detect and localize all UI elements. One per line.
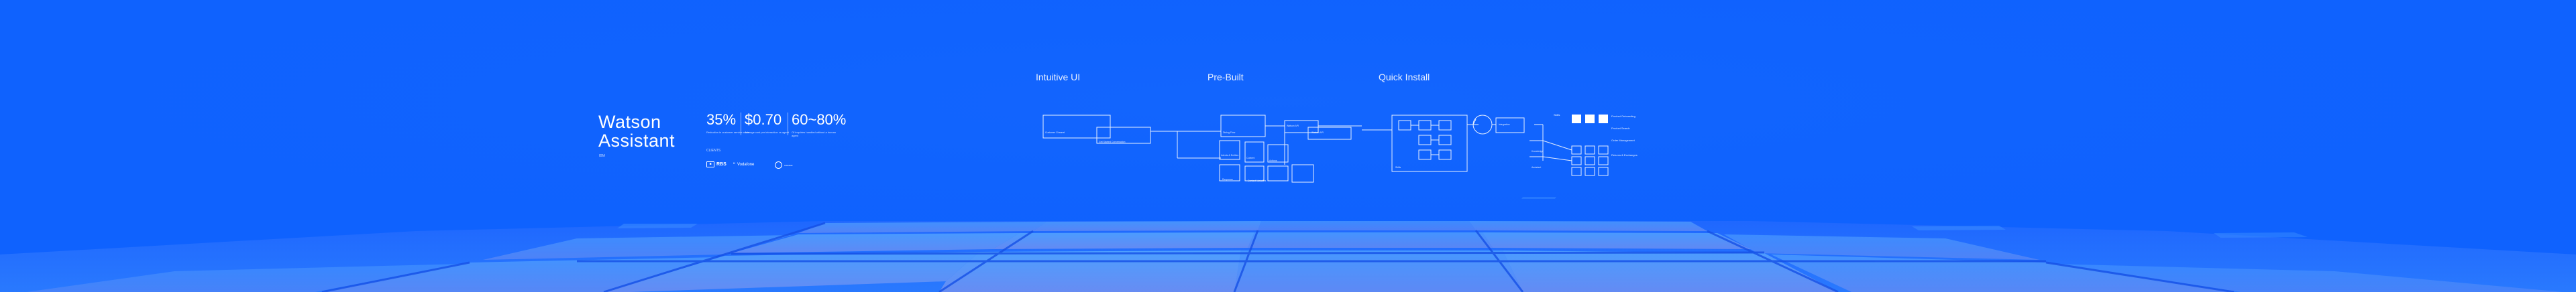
skill-tile (1585, 115, 1595, 123)
client-logo-autodesk: Autodesk (775, 161, 793, 169)
ring-icon (775, 161, 782, 169)
diagram-box (1418, 149, 1432, 160)
diagram-box (1438, 120, 1452, 131)
clients-label: CLIENTS (706, 149, 721, 153)
stat-cost-per-interaction: $0.70 Average cost per interaction vs ag… (745, 111, 792, 135)
legend-item: Product Onboarding (1611, 115, 1635, 118)
bank-icon: ■ (706, 161, 714, 167)
diagram-box (1571, 145, 1582, 155)
diagram-label: Actions (1269, 159, 1277, 162)
diagram-box (1438, 135, 1452, 145)
client-logo-vodafone: “ Vodafone (733, 161, 754, 168)
title-line-1: Watson (598, 112, 661, 132)
skill-tile (1572, 115, 1581, 123)
diagram-box (1495, 117, 1525, 133)
stat-automation-rate: 60~80% Of inquiries handled without a hu… (792, 111, 847, 138)
diagram-label: Integration (1499, 123, 1510, 126)
diagram-box (1598, 145, 1609, 155)
diagram-label: Dialog Flow (1223, 131, 1236, 134)
diagram-box (1307, 127, 1352, 140)
diagram-box (1398, 120, 1411, 131)
client-logo-rbs: ■ RBS (706, 161, 727, 167)
legend-item: Order Management (1611, 139, 1635, 142)
diagram-box (1585, 145, 1595, 155)
product-subtitle: IBM (599, 154, 605, 158)
section-label-intuitive-ui: Intuitive UI (1036, 72, 1081, 82)
diagram-label: Watson API (1311, 131, 1324, 134)
stat-desc: Average cost per interaction vs agent (745, 131, 789, 134)
diagram-box (1571, 167, 1582, 176)
diagram-box (1585, 156, 1595, 165)
legend-item: Returns & Exchanges (1611, 153, 1638, 157)
diagram-box (1598, 167, 1609, 176)
stat-value: 60~80% (792, 111, 847, 128)
stat-cost-reduction: 35% Reduction in customer service costs (706, 111, 753, 135)
logo-text: RBS (716, 162, 727, 167)
section-label-pre-built: Pre-Built (1208, 72, 1244, 82)
diagram-label: Knowledge (1532, 150, 1544, 153)
stat-value: $0.70 (745, 111, 782, 128)
logo-text: Vodafone (737, 163, 755, 167)
diagram-box (1418, 135, 1432, 145)
diagram-box (1571, 156, 1582, 165)
diagram-label: Response (1222, 178, 1233, 181)
diagram-box (1585, 167, 1595, 176)
stat-value: 35% (706, 111, 737, 128)
diagram-box (1438, 149, 1452, 160)
diagram-box (1219, 164, 1240, 181)
skills-title: Skills (1554, 113, 1560, 117)
product-title: Watson Assistant (598, 113, 675, 150)
diagram-label: Content (1246, 157, 1255, 159)
diagram-box (1598, 156, 1609, 165)
diagram-label: Customer Channel (1045, 131, 1065, 134)
diagram-label: Skills (1395, 166, 1401, 169)
stat-desc: Of inquiries handled without a human age… (792, 131, 837, 137)
speech-mark-icon: “ (733, 161, 735, 168)
diagram-box (1391, 115, 1468, 172)
diagram-label: Get Started Conversation (1099, 141, 1126, 143)
diagram-box (1291, 164, 1314, 183)
diagram-label: Intents & Entities (1221, 154, 1239, 157)
diagram-box (1244, 141, 1265, 163)
diagram-box (1219, 140, 1240, 160)
diagram-box (1267, 165, 1289, 181)
flow-diagram (1042, 115, 1609, 183)
title-line-2: Assistant (598, 131, 676, 151)
diagram-box (1244, 165, 1265, 181)
diagram-box (1267, 144, 1289, 163)
logo-text: Autodesk (784, 163, 793, 167)
skill-tile (1599, 115, 1608, 123)
section-label-quick-install: Quick Install (1379, 72, 1430, 82)
diagram-box (1042, 115, 1111, 139)
diagram-label: Assistant (1532, 166, 1542, 169)
legend-item: Product Search (1611, 127, 1630, 130)
diagram-label: Context Variables (1248, 179, 1267, 182)
diagram-label: Watson API (1287, 125, 1299, 127)
diagram-box (1284, 120, 1319, 133)
diagram-box (1418, 120, 1432, 131)
stat-desc: Reduction in customer service costs (706, 131, 750, 134)
